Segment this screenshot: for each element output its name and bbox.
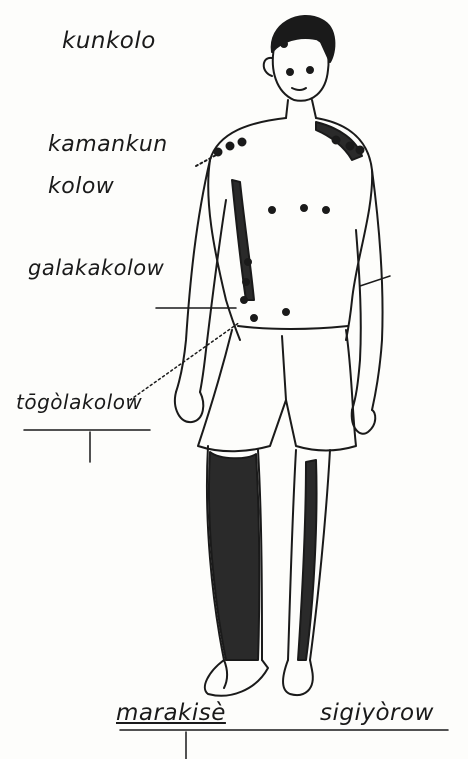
ear-left [264, 58, 272, 76]
label-kunkolo: kunkolo [62, 28, 156, 54]
leg-right-inner [288, 450, 296, 660]
leader-arm [360, 276, 390, 286]
waistline [238, 326, 348, 329]
label-marakise: marakisè [116, 700, 226, 726]
head-point [281, 41, 287, 47]
label-sigiyorow: sigiyòrow [320, 700, 434, 726]
eye-left [287, 69, 293, 75]
hand-left [175, 392, 203, 422]
neck [286, 100, 316, 118]
arm-left-inner [200, 200, 226, 392]
head [273, 40, 329, 101]
leader-kamankun [196, 154, 218, 166]
arm-right [372, 170, 383, 410]
leg-left-shade [209, 452, 259, 660]
label-togolakolow: tōgòlakolow [16, 390, 142, 414]
foot-right [283, 660, 313, 695]
eye-right [307, 67, 313, 73]
foot-left [205, 660, 268, 696]
label-kolow: kolow [48, 174, 114, 199]
label-kamankun: kamankun [48, 132, 168, 157]
shorts [198, 330, 356, 451]
shorts-fly [282, 336, 286, 400]
label-galakakolow: galakakolow [28, 256, 164, 280]
hair [272, 16, 335, 62]
mouth [292, 88, 306, 90]
